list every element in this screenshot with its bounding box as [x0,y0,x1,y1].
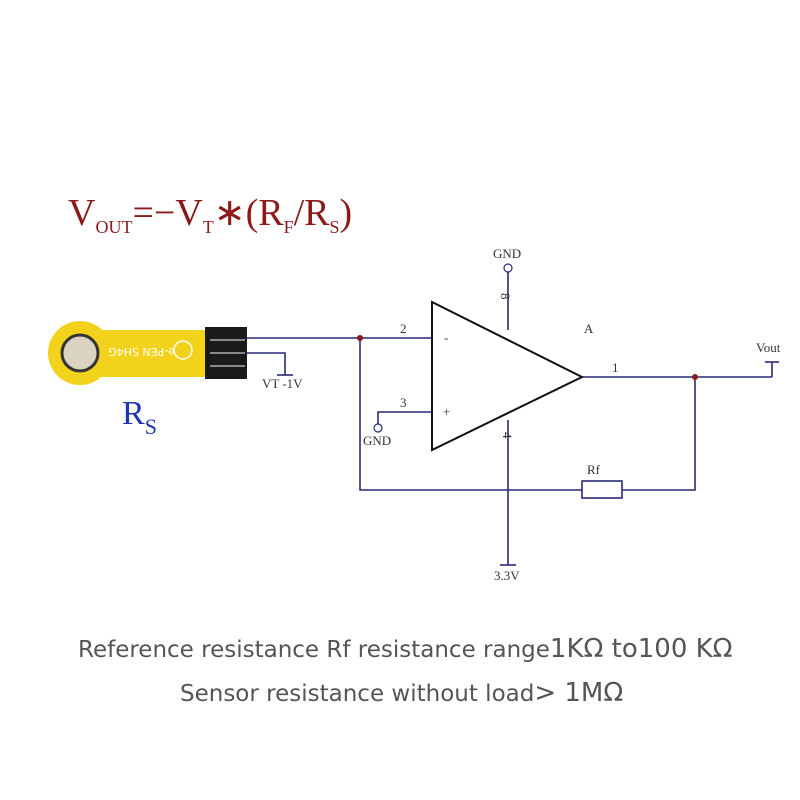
gnd-left-label: GND [363,433,391,448]
supply-label: 3.3V [494,568,520,583]
vout-label: Vout [756,340,781,355]
pin-3-label: 3 [400,395,407,410]
pin-4-label: 4 [500,432,515,439]
gnd-terminal-top [503,263,513,273]
rs-label: RS [122,395,157,439]
sensor-disk [60,333,100,373]
gnd-top-label: GND [493,246,521,261]
junction-node-left [357,335,363,341]
connector-pins [210,339,245,367]
junction-node-right [692,374,698,380]
amp-label: A [584,321,594,336]
op-amp-triangle [431,300,585,452]
pin-8-label: 8 [498,293,513,300]
formula: VOUT=−VT∗(RF/RS) [68,192,353,237]
rf-label: Rf [587,462,601,477]
pin-2-label: 2 [400,321,407,336]
force-sensor: e-PEN SH4G [48,321,247,385]
caption-sensor-resistance: Sensor resistance without load> 1MΩ [180,678,624,708]
sensor-logo [173,340,193,360]
gnd-terminal-left [373,423,383,433]
caption-rf-range: Reference resistance Rf resistance range… [78,634,733,664]
vt-label: VT -1V [262,376,303,391]
pin-1-label: 1 [612,360,619,375]
rf-resistor [581,480,623,499]
sensor-text: e-PEN SH4G [108,345,175,358]
wires [246,270,779,566]
plus-sign: + [443,404,450,419]
minus-sign: - [444,330,448,345]
